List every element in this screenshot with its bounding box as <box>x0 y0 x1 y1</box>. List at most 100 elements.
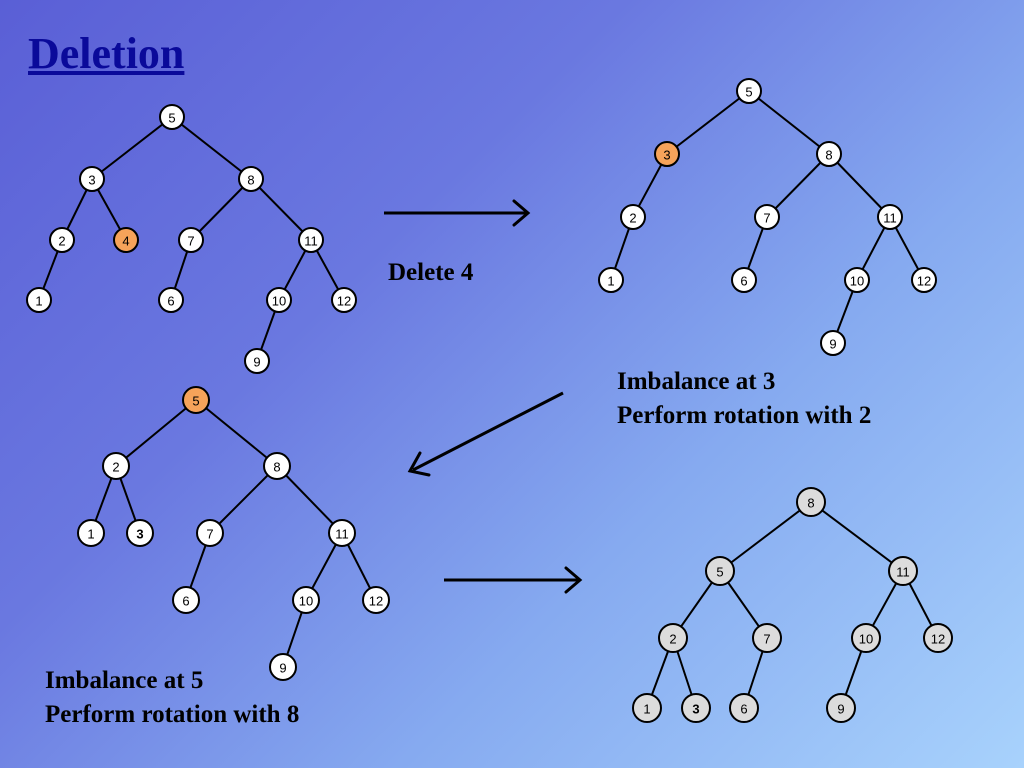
node-label: 11 <box>896 565 910 580</box>
node-label: 7 <box>763 632 770 647</box>
node-label: 5 <box>168 111 175 126</box>
node-circle <box>888 556 918 586</box>
imbalance-caption-2-line-2: Perform rotation with 8 <box>45 701 300 728</box>
node-label: 6 <box>167 294 174 309</box>
node-label: 9 <box>279 661 286 676</box>
tree-node-5: 5 <box>705 556 735 586</box>
node-circle <box>911 267 937 293</box>
imbalance-caption-1-line-1: Imbalance at 3 <box>617 368 776 395</box>
node-circle <box>654 141 680 167</box>
node-circle <box>244 348 270 374</box>
node-circle <box>705 556 735 586</box>
node-circle <box>736 78 762 104</box>
tree-node-1: 1 <box>632 693 662 723</box>
node-label: 7 <box>763 211 770 226</box>
node-circle <box>754 204 780 230</box>
tree-node-9: 9 <box>820 330 846 356</box>
tree-edge <box>666 90 750 155</box>
tree-node-5: 5 <box>736 78 762 104</box>
node-circle <box>877 204 903 230</box>
node-label: 1 <box>35 294 42 309</box>
tree-node-7: 7 <box>752 623 782 653</box>
tree-node-2: 2 <box>102 452 130 480</box>
node-circle <box>632 693 662 723</box>
tree-edge <box>195 399 278 467</box>
node-label: 1 <box>643 702 650 717</box>
tree-node-8: 8 <box>816 141 842 167</box>
imbalance-caption-2: Imbalance at 5 Perform rotation with 8 <box>45 664 299 732</box>
node-label: 2 <box>112 460 119 475</box>
tree-node-11: 11 <box>298 227 324 253</box>
tree-node-10: 10 <box>292 586 320 614</box>
tree-node-11: 11 <box>328 519 356 547</box>
node-label: 9 <box>837 702 844 717</box>
node-circle <box>266 287 292 313</box>
node-label: 6 <box>182 594 189 609</box>
node-label: 10 <box>272 294 286 309</box>
node-label: 9 <box>829 337 836 352</box>
tree-node-2: 2 <box>49 227 75 253</box>
tree-node-9: 9 <box>826 693 856 723</box>
node-label: 6 <box>740 274 747 289</box>
node-circle <box>681 693 711 723</box>
tree-node-6: 6 <box>729 693 759 723</box>
tree-node-8: 8 <box>796 487 826 517</box>
node-label: 7 <box>187 234 194 249</box>
node-circle <box>826 693 856 723</box>
node-circle <box>620 204 646 230</box>
node-label: 10 <box>299 594 313 609</box>
node-circle <box>178 227 204 253</box>
arrow-right-icon <box>444 566 583 594</box>
imbalance-caption-2-line-1: Imbalance at 5 <box>45 667 204 694</box>
tree-node-6: 6 <box>731 267 757 293</box>
node-circle <box>49 227 75 253</box>
node-circle <box>158 287 184 313</box>
node-circle <box>658 623 688 653</box>
imbalance-caption-1: Imbalance at 3 Perform rotation with 2 <box>617 365 871 433</box>
node-circle <box>923 623 953 653</box>
node-label: 3 <box>692 702 699 717</box>
tree-edge <box>276 465 343 534</box>
tree-node-12: 12 <box>362 586 390 614</box>
tree-node-12: 12 <box>911 267 937 293</box>
node-circle <box>102 452 130 480</box>
tree-node-6: 6 <box>158 287 184 313</box>
node-circle <box>851 623 881 653</box>
node-circle <box>328 519 356 547</box>
tree-node-7: 7 <box>754 204 780 230</box>
node-circle <box>113 227 139 253</box>
node-circle <box>820 330 846 356</box>
tree-node-3: 3 <box>654 141 680 167</box>
tree-node-10: 10 <box>266 287 292 313</box>
tree-node-7: 7 <box>196 519 224 547</box>
tree-after-rotation-8: 8 5 11 2 7 10 12 1 3 6 9 <box>632 487 953 723</box>
tree-node-8: 8 <box>238 166 264 192</box>
node-label: 11 <box>883 211 897 226</box>
node-circle <box>598 267 624 293</box>
node-label: 9 <box>253 355 260 370</box>
tree-node-4: 4 <box>113 227 139 253</box>
tree-node-10: 10 <box>851 623 881 653</box>
node-label: 8 <box>807 496 814 511</box>
node-label: 12 <box>931 632 945 647</box>
tree-edge <box>719 501 812 572</box>
node-label: 3 <box>663 148 670 163</box>
node-label: 11 <box>304 234 318 249</box>
tree-node-11: 11 <box>888 556 918 586</box>
node-label: 1 <box>87 527 94 542</box>
node-label: 2 <box>629 211 636 226</box>
node-label: 12 <box>917 274 931 289</box>
tree-edge <box>810 501 904 572</box>
slide-title: Deletion <box>28 29 185 78</box>
tree-edge <box>748 90 830 155</box>
node-label: 8 <box>273 460 280 475</box>
node-circle <box>731 267 757 293</box>
arrow-right-icon <box>384 199 531 227</box>
node-circle <box>126 519 154 547</box>
node-circle <box>298 227 324 253</box>
node-label: 10 <box>850 274 864 289</box>
node-label: 2 <box>669 632 676 647</box>
node-circle <box>172 586 200 614</box>
tree-edge <box>250 178 312 241</box>
